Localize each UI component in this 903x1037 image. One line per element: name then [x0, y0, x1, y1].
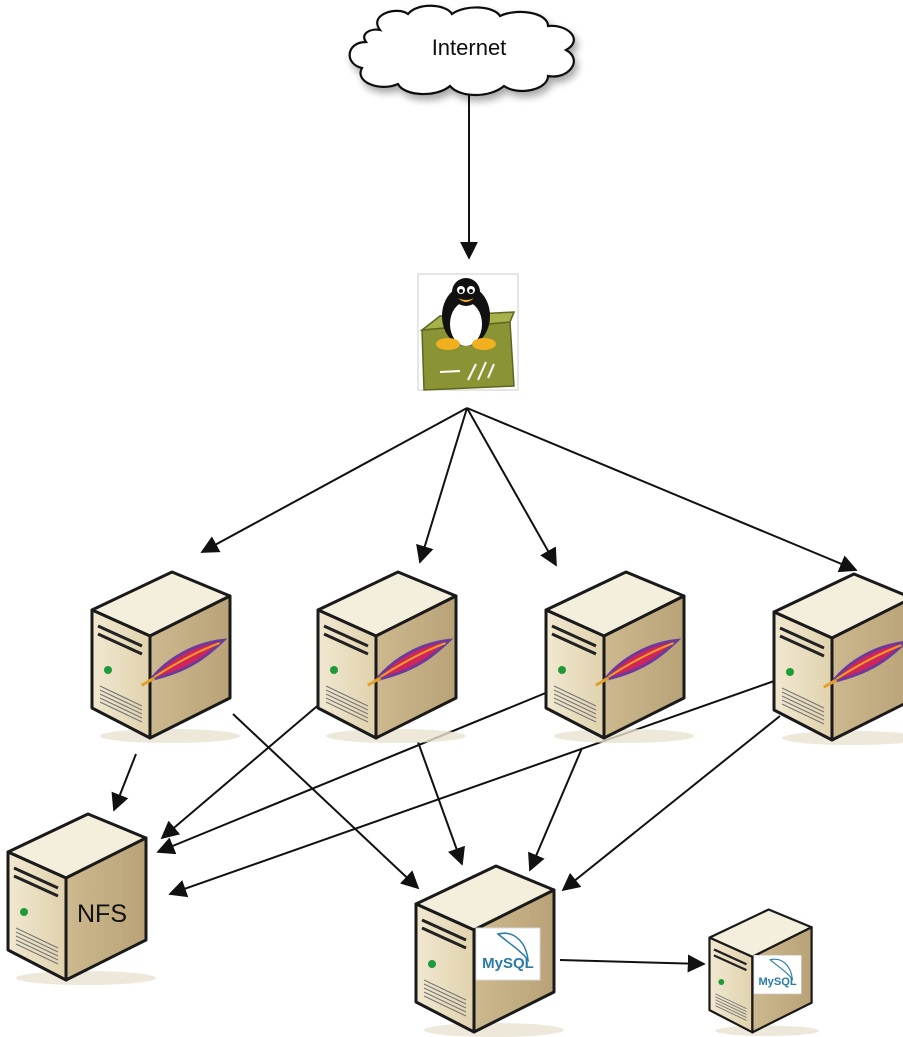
arrow-web1-to-mysql: [232, 713, 420, 890]
arrow-router-to-web4: [466, 407, 858, 573]
web-server-2: [316, 570, 468, 745]
linux-penguin-router-icon: [419, 278, 516, 391]
arrow-router-to-web1: [200, 407, 468, 553]
arrow-router-to-web3: [466, 407, 557, 567]
arrow-web4-to-nfs: [168, 679, 778, 898]
mysql-dolphin-icon: MySQL: [753, 954, 802, 995]
arrow-web4-to-mysql-b: [561, 715, 781, 892]
cloud-icon: [348, 4, 575, 96]
arrow-router-to-web2: [416, 407, 468, 564]
arrow-web4-to-mysql-a: [528, 747, 583, 872]
arrow-web3-to-nfs: [156, 691, 549, 855]
internet-node: Internet: [348, 4, 575, 96]
arrow-mysql-master-to-slave: [559, 954, 706, 973]
arrow-web2-to-nfs: [160, 701, 323, 840]
mysql-slave-logo-text: MySQL: [758, 976, 796, 988]
connection-arrows: [111, 92, 858, 973]
mysql-slave-server: MySQL: [708, 908, 821, 1037]
mysql-master-logo-text: MySQL: [482, 955, 534, 972]
nfs-server: NFS: [6, 812, 158, 987]
mysql-dolphin-icon: MySQL: [475, 927, 541, 981]
internet-label: Internet: [432, 35, 507, 60]
web-server-4: [772, 572, 903, 747]
web-server-1: [90, 570, 242, 745]
linux-router-node: [417, 273, 519, 391]
mysql-master-server: MySQL: [414, 864, 566, 1037]
arrow-web3-to-mysql: [417, 741, 465, 866]
nfs-label: NFS: [77, 900, 127, 928]
arrow-web1-to-nfs: [111, 753, 137, 812]
